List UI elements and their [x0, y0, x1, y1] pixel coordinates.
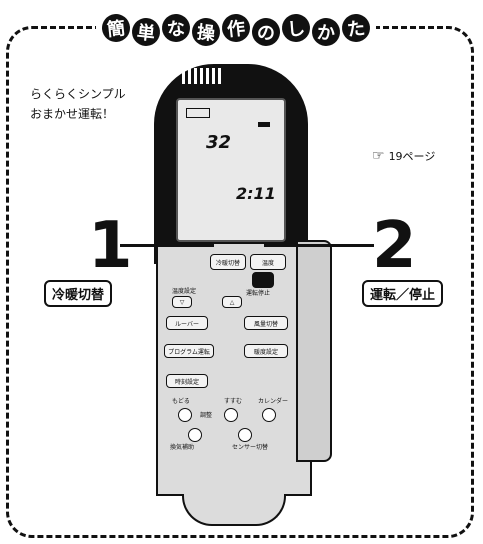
- ventilation-label: 換気補助: [170, 444, 195, 451]
- subtitle: らくらくシンプル おまかせ運転！: [30, 84, 126, 124]
- remote-bottom: [182, 494, 286, 526]
- button-label: 冷暖切替: [215, 259, 240, 267]
- page-reference: ☞ 19ページ: [372, 148, 435, 164]
- temp-setting-label: 温度設定: [172, 288, 197, 295]
- run-stop-label: 運転停止: [246, 290, 271, 297]
- title-char: な: [160, 12, 192, 44]
- sensor-switch-label: センサー切替: [232, 444, 269, 451]
- forward-button[interactable]: [224, 408, 238, 422]
- title-char: 操: [190, 16, 222, 48]
- remote-lcd: 32 2:11: [176, 98, 286, 242]
- button-label: 風量切替: [253, 320, 278, 328]
- calendar-label: カレンダー: [258, 398, 289, 405]
- button-label: プログラム運転: [168, 348, 210, 356]
- sensor-switch-button[interactable]: [238, 428, 252, 442]
- subtitle-line: らくらくシンプル: [30, 87, 126, 101]
- temp-down-button[interactable]: ▽: [172, 296, 192, 308]
- title-char: た: [340, 12, 372, 44]
- title-char: し: [280, 12, 312, 44]
- remote-sensor-icon: [182, 68, 226, 84]
- lcd-mode-box: [186, 108, 210, 118]
- page-title: 簡 単 な 操 作 の し か た: [96, 6, 376, 50]
- title-char: 作: [220, 12, 252, 44]
- button-label: 暖度設定: [253, 348, 278, 356]
- louver-button[interactable]: ルーバー: [166, 316, 208, 330]
- run-stop-button[interactable]: [252, 272, 274, 288]
- step-1-leader-line: [120, 244, 214, 247]
- temp-button[interactable]: 温度: [250, 254, 286, 270]
- button-label: ルーバー: [175, 320, 199, 328]
- cool-heat-switch-button[interactable]: 冷暖切替: [210, 254, 246, 270]
- program-run-button[interactable]: プログラム運転: [164, 344, 214, 358]
- back-label: もどる: [172, 398, 190, 405]
- warmth-setting-button[interactable]: 暖度設定: [244, 344, 288, 358]
- calendar-button[interactable]: [262, 408, 276, 422]
- button-label: 時刻設定: [174, 378, 199, 386]
- title-char: 簡: [100, 12, 132, 44]
- step-2-leader-line: [264, 244, 374, 247]
- clock-set-button[interactable]: 時刻設定: [166, 374, 208, 388]
- remote-body: [156, 244, 312, 496]
- title-char: の: [250, 16, 282, 48]
- pointing-hand-icon: ☞: [372, 148, 385, 164]
- back-button[interactable]: [178, 408, 192, 422]
- step-2-label: 運転／停止: [362, 280, 444, 307]
- ventilation-button[interactable]: [188, 428, 202, 442]
- subtitle-line: おまかせ運転！: [30, 107, 115, 121]
- button-label: 温度: [261, 259, 274, 267]
- temp-up-button[interactable]: △: [222, 296, 242, 308]
- adjust-label: 調整: [200, 412, 213, 419]
- page-reference-text: 19ページ: [388, 150, 436, 163]
- lcd-temperature: 32: [206, 132, 232, 153]
- lcd-time: 2:11: [236, 184, 276, 203]
- fan-speed-button[interactable]: 風量切替: [244, 316, 288, 330]
- title-char: か: [310, 16, 342, 48]
- step-1-label: 冷暖切替: [44, 280, 113, 307]
- remote-cover: [296, 240, 332, 462]
- forward-label: すすむ: [224, 398, 243, 405]
- step-number-2: 2: [372, 209, 417, 283]
- title-char: 単: [130, 16, 162, 48]
- lcd-battery-icon: [258, 122, 270, 127]
